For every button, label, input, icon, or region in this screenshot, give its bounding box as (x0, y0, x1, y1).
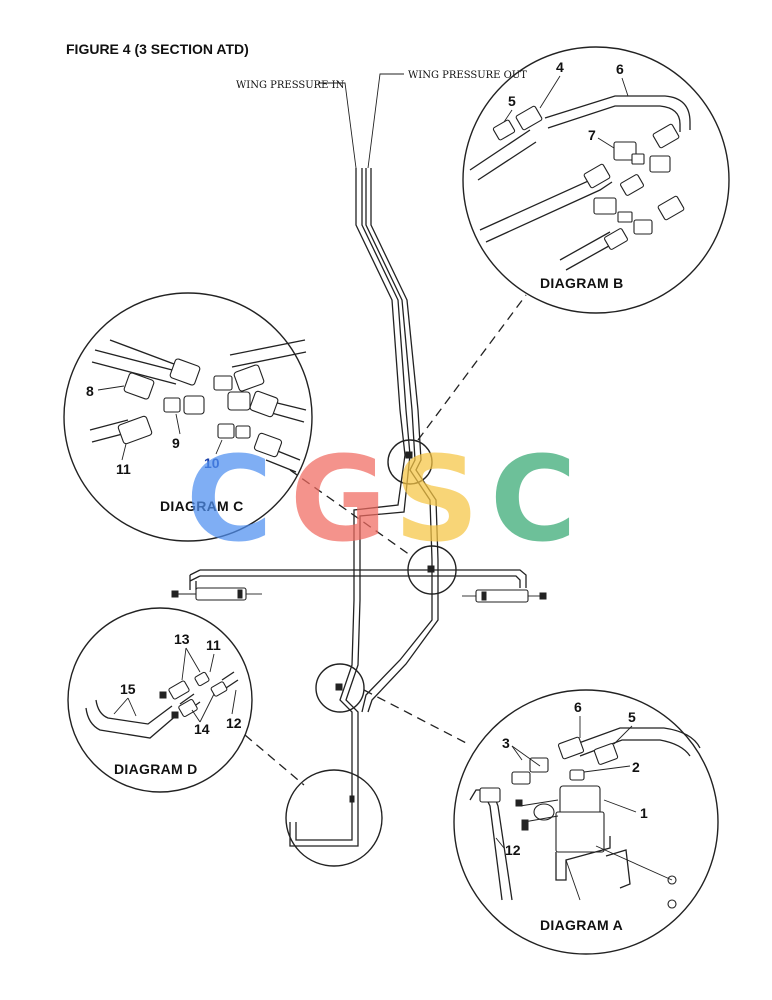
right-cylinder (462, 589, 547, 603)
detail-circle-a (315, 663, 365, 713)
detail-circle-c (407, 545, 457, 595)
diagram-b-label: DIAGRAM B (540, 275, 624, 291)
svg-text:11: 11 (206, 637, 221, 653)
watermark-letter-c2: C (490, 430, 577, 568)
diagram-d-label: DIAGRAM D (114, 761, 198, 777)
diagram-c-label: DIAGRAM C (160, 498, 244, 514)
detail-circle-b (387, 439, 433, 485)
svg-text:7: 7 (588, 127, 596, 143)
svg-text:8: 8 (86, 383, 94, 399)
main-hose-routing (189, 168, 527, 847)
svg-text:11: 11 (116, 461, 131, 477)
svg-text:6: 6 (616, 61, 624, 77)
wing-pressure-out-label: WING PRESSURE OUT (408, 70, 527, 81)
svg-text:2: 2 (632, 759, 640, 775)
detail-circle-d (285, 769, 383, 867)
svg-text:12: 12 (226, 715, 242, 731)
figure-title: FIGURE 4 (3 SECTION ATD) (66, 41, 249, 57)
diagram-b: 4 5 6 7 DIAGRAM B (462, 46, 730, 314)
svg-text:6: 6 (574, 699, 582, 715)
svg-text:15: 15 (120, 681, 136, 697)
svg-text:1: 1 (640, 805, 648, 821)
wing-pressure-in-label: WING PRESSURE IN (236, 80, 345, 91)
diagram-a-label: DIAGRAM A (540, 917, 623, 933)
watermark-letter-g: G (290, 430, 387, 568)
svg-text:5: 5 (508, 93, 516, 109)
watermark: C G S C (186, 430, 577, 568)
svg-text:13: 13 (174, 631, 190, 647)
svg-text:14: 14 (194, 721, 210, 737)
watermark-letter-c1: C (186, 430, 273, 568)
svg-text:12: 12 (505, 842, 521, 858)
svg-text:10: 10 (204, 455, 220, 471)
diagram-a: 3 6 5 2 1 12 DIAGRAM A (453, 689, 719, 955)
svg-text:9: 9 (172, 435, 180, 451)
svg-text:5: 5 (628, 709, 636, 725)
svg-text:4: 4 (556, 59, 564, 75)
diagram-d: 13 11 15 14 12 DIAGRAM D (67, 607, 253, 793)
left-cylinder (171, 587, 262, 601)
svg-text:3: 3 (502, 735, 510, 751)
watermark-letter-s: S (394, 430, 479, 568)
diagram-c: 8 9 10 11 DIAGRAM C (63, 292, 313, 542)
